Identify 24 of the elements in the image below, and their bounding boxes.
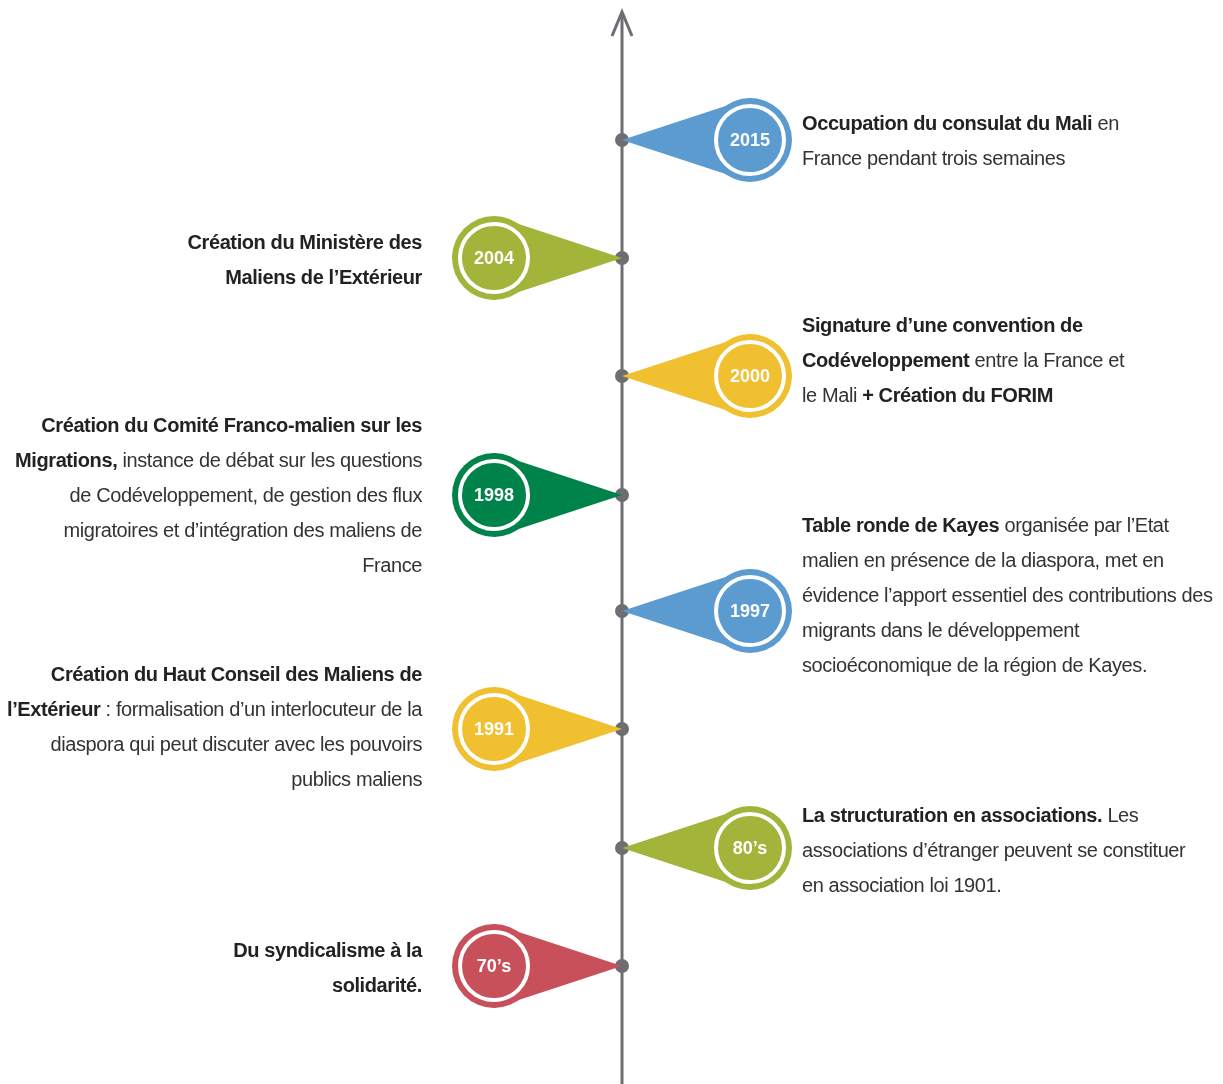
event-description: La structuration en associations. Les associations d’étranger peuvent se constituer en association loi 1901. bbox=[802, 803, 1187, 898]
year-label: 2000 bbox=[728, 365, 771, 388]
event-description: Signature d’une convention de Codéveloppement entre la France et le Mali + Création du FORIM bbox=[802, 313, 1126, 408]
year-label: 1998 bbox=[472, 484, 515, 507]
year-label: 1991 bbox=[472, 718, 515, 741]
year-label: 1997 bbox=[728, 600, 771, 623]
year-label: 2015 bbox=[728, 129, 771, 152]
year-pin bbox=[450, 214, 622, 302]
year-pin bbox=[622, 567, 794, 655]
year-label: 80’s bbox=[731, 837, 769, 860]
year-pin bbox=[622, 804, 794, 892]
year-pin bbox=[622, 96, 794, 184]
event-description: Création du Comité Franco-malien sur les Migrations, instance de débat sur les questions de Codéveloppement, de gestion des flux migratoires et d’intégration des maliens de France bbox=[14, 413, 422, 578]
event-description: Occupation du consulat du Mali en France pendant trois semaines bbox=[802, 111, 1120, 171]
event-description: Création du Ministère des Maliens de l’Extérieur bbox=[186, 230, 422, 290]
event-description: Du syndicalisme à la solidarité. bbox=[232, 938, 422, 998]
event-description: Création du Haut Conseil des Maliens de l’Extérieur : formalisation d’un interlocuteur de la diaspora qui peut discuter avec les pouvoirs publics maliens bbox=[6, 662, 422, 792]
year-pin bbox=[450, 451, 622, 539]
year-pin bbox=[622, 332, 794, 420]
event-description: Table ronde de Kayes organisée par l’Etat malien en présence de la diaspora, met en évidence l’apport essentiel des contributions des migrants dans le développement socioéconomique de la région de Kayes. bbox=[802, 513, 1214, 678]
year-pin bbox=[450, 922, 622, 1010]
year-label: 70’s bbox=[475, 955, 513, 978]
year-label: 2004 bbox=[472, 247, 515, 270]
year-pin bbox=[450, 685, 622, 773]
